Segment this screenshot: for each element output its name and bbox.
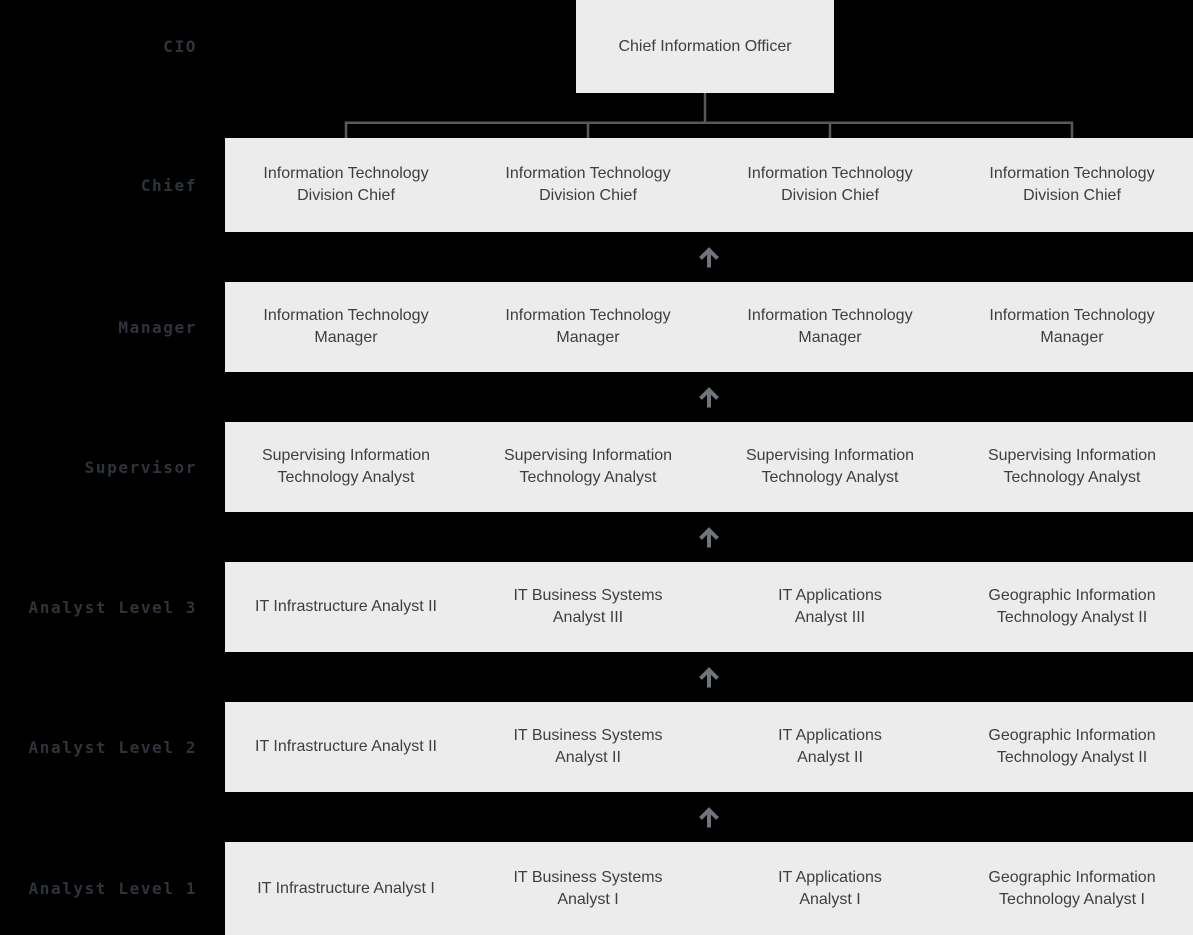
analyst2-cell-3: IT Applications Analyst II xyxy=(709,702,951,792)
analyst3-cell-2: IT Business Systems Analyst III xyxy=(467,562,709,652)
analyst2-cell-2: IT Business Systems Analyst II xyxy=(467,702,709,792)
analyst2-cell-2-title: IT Business Systems Analyst II xyxy=(513,727,663,766)
row-label-cio: CIO xyxy=(163,37,197,56)
analyst-level-3-row: IT Infrastructure Analyst II IT Business… xyxy=(225,562,1193,652)
analyst1-cell-1-title: IT Infrastructure Analyst I xyxy=(257,879,435,897)
analyst3-cell-4-title: Geographic Information Technology Analys… xyxy=(988,587,1156,626)
analyst3-cell-4: Geographic Information Technology Analys… xyxy=(951,562,1193,652)
row-label-analyst-level-2: Analyst Level 2 xyxy=(28,737,197,757)
analyst1-cell-4-title: Geographic Information Technology Analys… xyxy=(988,868,1156,908)
analyst-level-1-row: IT Infrastructure Analyst I IT Business … xyxy=(225,842,1193,935)
supervisor-cell-1-title: Supervising Information Technology Analy… xyxy=(261,447,431,486)
analyst3-cell-1-title: IT Infrastructure Analyst II xyxy=(255,598,437,615)
supervisor-cell-4: Supervising Information Technology Analy… xyxy=(951,422,1193,512)
analyst2-cell-4-title: Geographic Information Technology Analys… xyxy=(988,727,1156,766)
supervisor-cell-3-title: Supervising Information Technology Analy… xyxy=(745,447,915,486)
chief-cell-2: Information Technology Division Chief xyxy=(467,138,709,232)
row-label-analyst-level-3: Analyst Level 3 xyxy=(28,597,197,617)
supervisor-cell-1: Supervising Information Technology Analy… xyxy=(225,422,467,512)
chief-cell-2-title: Information Technology Division Chief xyxy=(505,165,671,204)
manager-cell-4: Information Technology Manager xyxy=(951,282,1193,372)
row-label-analyst-level-1: Analyst Level 1 xyxy=(28,879,197,898)
analyst1-cell-3: IT Applications Analyst I xyxy=(709,842,951,935)
analyst1-cell-2-title: IT Business Systems Analyst I xyxy=(513,868,663,908)
row-label-chief: Chief xyxy=(140,175,197,195)
manager-cell-2: Information Technology Manager xyxy=(467,282,709,372)
supervisor-cell-4-title: Supervising Information Technology Analy… xyxy=(987,447,1157,486)
analyst3-cell-2-title: IT Business Systems Analyst III xyxy=(513,587,663,626)
manager-cell-3: Information Technology Manager xyxy=(709,282,951,372)
analyst1-cell-4: Geographic Information Technology Analys… xyxy=(951,842,1193,935)
manager-cell-4-title: Information Technology Manager xyxy=(989,307,1155,346)
row-label-supervisor: Supervisor xyxy=(84,457,197,477)
chief-cell-4: Information Technology Division Chief xyxy=(951,138,1193,232)
manager-cell-1: Information Technology Manager xyxy=(225,282,467,372)
chief-row: Information Technology Division Chief In… xyxy=(225,138,1193,232)
cio-node-title: Chief Information Officer xyxy=(618,37,792,55)
analyst2-cell-3-title: IT Applications Analyst II xyxy=(778,727,882,766)
up-arrow-icon xyxy=(696,664,722,690)
chief-cell-1: Information Technology Division Chief xyxy=(225,138,467,232)
up-arrow-icon xyxy=(696,384,722,410)
analyst3-cell-3-title: IT Applications Analyst III xyxy=(778,587,882,626)
analyst1-cell-2: IT Business Systems Analyst I xyxy=(467,842,709,935)
analyst-level-2-row: IT Infrastructure Analyst II IT Business… xyxy=(225,702,1193,792)
manager-cell-1-title: Information Technology Manager xyxy=(263,307,429,346)
analyst1-cell-3-title: IT Applications Analyst I xyxy=(778,868,882,908)
analyst2-cell-1-title: IT Infrastructure Analyst II xyxy=(255,738,437,755)
row-label-manager: Manager xyxy=(118,317,197,337)
chief-cell-4-title: Information Technology Division Chief xyxy=(989,165,1155,204)
chief-cell-3-title: Information Technology Division Chief xyxy=(747,165,913,204)
analyst2-cell-1: IT Infrastructure Analyst II xyxy=(225,702,467,792)
manager-row: Information Technology Manager Informati… xyxy=(225,282,1193,372)
analyst3-cell-1: IT Infrastructure Analyst II xyxy=(225,562,467,652)
analyst2-cell-4: Geographic Information Technology Analys… xyxy=(951,702,1193,792)
analyst3-cell-3: IT Applications Analyst III xyxy=(709,562,951,652)
up-arrow-icon xyxy=(696,244,722,270)
analyst1-cell-1: IT Infrastructure Analyst I xyxy=(225,842,467,935)
supervisor-cell-2-title: Supervising Information Technology Analy… xyxy=(503,447,673,486)
up-arrow-icon xyxy=(696,804,722,830)
manager-cell-3-title: Information Technology Manager xyxy=(747,307,913,346)
cio-node: Chief Information Officer xyxy=(576,0,834,93)
supervisor-row: Supervising Information Technology Analy… xyxy=(225,422,1193,512)
chief-cell-1-title: Information Technology Division Chief xyxy=(263,165,429,204)
manager-cell-2-title: Information Technology Manager xyxy=(505,307,671,346)
supervisor-cell-3: Supervising Information Technology Analy… xyxy=(709,422,951,512)
chief-cell-3: Information Technology Division Chief xyxy=(709,138,951,232)
up-arrow-icon xyxy=(696,524,722,550)
supervisor-cell-2: Supervising Information Technology Analy… xyxy=(467,422,709,512)
